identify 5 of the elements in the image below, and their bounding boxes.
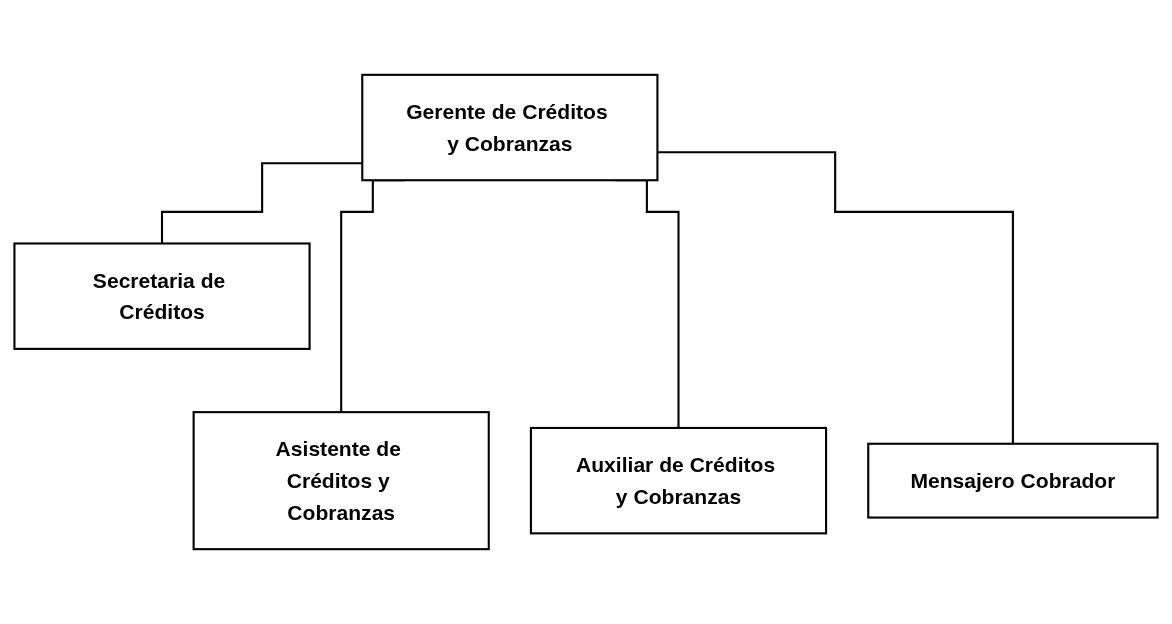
node-box: Auxiliar de Créditos y Cobranzas	[529, 426, 828, 535]
node-box: Asistente de Créditos y Cobranzas	[192, 411, 490, 551]
node-box: Mensajero Cobrador	[867, 442, 1159, 519]
node-box: Gerente de Créditos y Cobranzas	[361, 73, 659, 182]
node-box: Secretaria de Créditos	[13, 242, 311, 350]
